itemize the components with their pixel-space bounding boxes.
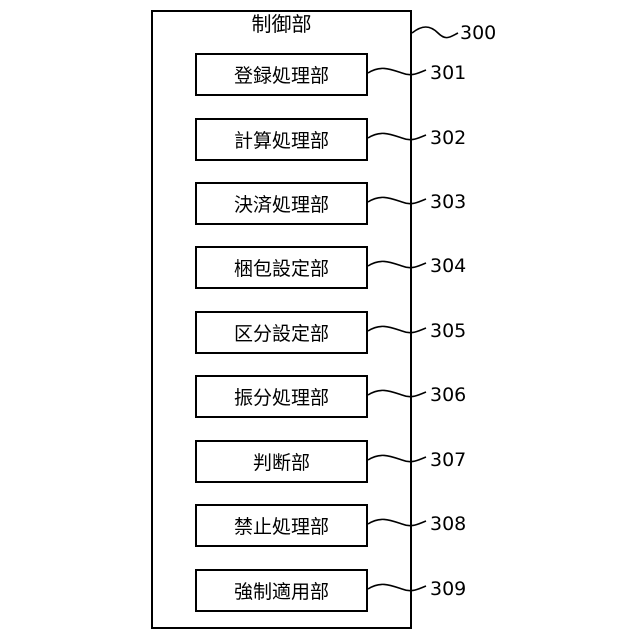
unit-box-forced-application: 強制適用部 xyxy=(195,569,368,612)
unit-box-calculation: 計算処理部 xyxy=(195,118,368,161)
leader-line-306 xyxy=(368,390,426,396)
leader-line-300 xyxy=(412,27,458,38)
unit-box-prohibition: 禁止処理部 xyxy=(195,504,368,547)
unit-label: 梱包設定部 xyxy=(234,254,329,281)
unit-label: 強制適用部 xyxy=(234,577,329,604)
leader-line-308 xyxy=(368,519,426,525)
unit-label: 決済処理部 xyxy=(234,190,329,217)
ref-302: 302 xyxy=(430,128,466,148)
unit-label: 禁止処理部 xyxy=(234,512,329,539)
unit-label: 判断部 xyxy=(253,448,310,475)
leader-line-309 xyxy=(368,584,426,590)
leader-line-307 xyxy=(368,455,426,461)
unit-box-allocation: 振分処理部 xyxy=(195,375,368,418)
leader-line-304 xyxy=(368,261,426,267)
leader-line-303 xyxy=(368,197,426,203)
unit-label: 計算処理部 xyxy=(234,126,329,153)
ref-306: 306 xyxy=(430,385,466,405)
leader-line-302 xyxy=(368,133,426,139)
unit-label: 振分処理部 xyxy=(234,383,329,410)
unit-label: 区分設定部 xyxy=(234,319,329,346)
ref-304: 304 xyxy=(430,256,466,276)
unit-label: 登録処理部 xyxy=(234,61,329,88)
ref-305: 305 xyxy=(430,321,466,341)
leader-line-305 xyxy=(368,326,426,332)
ref-303: 303 xyxy=(430,192,466,212)
ref-300: 300 xyxy=(460,23,496,43)
ref-308: 308 xyxy=(430,514,466,534)
ref-307: 307 xyxy=(430,450,466,470)
unit-box-judgment: 判断部 xyxy=(195,440,368,483)
leader-line-301 xyxy=(368,68,426,74)
unit-box-packing: 梱包設定部 xyxy=(195,246,368,289)
unit-box-classification: 区分設定部 xyxy=(195,311,368,354)
ref-301: 301 xyxy=(430,63,466,83)
ref-309: 309 xyxy=(430,579,466,599)
unit-box-registration: 登録処理部 xyxy=(195,53,368,96)
unit-box-settlement: 決済処理部 xyxy=(195,182,368,225)
